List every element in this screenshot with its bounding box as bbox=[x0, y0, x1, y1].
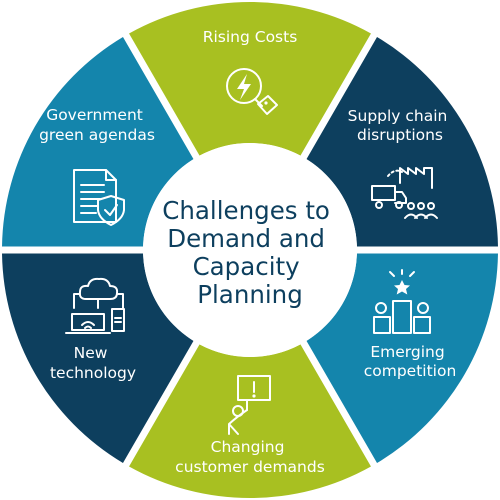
podium-stars-icon bbox=[373, 269, 431, 334]
segment-label-rising-costs: Rising Costs bbox=[203, 28, 298, 46]
center-title-line: Capacity bbox=[193, 252, 300, 281]
center-circle bbox=[143, 143, 357, 357]
person-alert-sign-icon bbox=[228, 375, 271, 435]
truck-factory-people-icon bbox=[371, 167, 438, 219]
segment-changing-customer-demands bbox=[129, 344, 371, 498]
center-title-line: Planning bbox=[197, 280, 303, 309]
segment-label-emerging-competition: Emerging competition bbox=[364, 343, 457, 380]
segment-label-changing-customer-demands: Changing customer demands bbox=[175, 438, 325, 476]
segment-new-technology bbox=[2, 253, 194, 463]
center-title: Challenges to Demand and Capacity Planni… bbox=[162, 196, 337, 309]
segment-emerging-competition bbox=[306, 253, 498, 463]
segment-government-green-agendas bbox=[2, 37, 194, 247]
price-tag-magnifier-icon bbox=[226, 68, 278, 115]
segment-label-new-technology: New technology bbox=[50, 344, 136, 382]
cloud-devices-icon bbox=[65, 277, 125, 334]
segment-label-supply-chain-disruptions: Supply chain disruptions bbox=[348, 107, 453, 144]
segment-rising-costs bbox=[129, 2, 371, 156]
segment-label-government-green-agendas: Government green agendas bbox=[39, 106, 155, 144]
document-shield-icon bbox=[73, 169, 125, 226]
center-title-line: Demand and bbox=[167, 224, 325, 253]
segment-supply-chain-disruptions bbox=[306, 37, 498, 247]
center-title-line: Challenges to bbox=[162, 196, 330, 225]
